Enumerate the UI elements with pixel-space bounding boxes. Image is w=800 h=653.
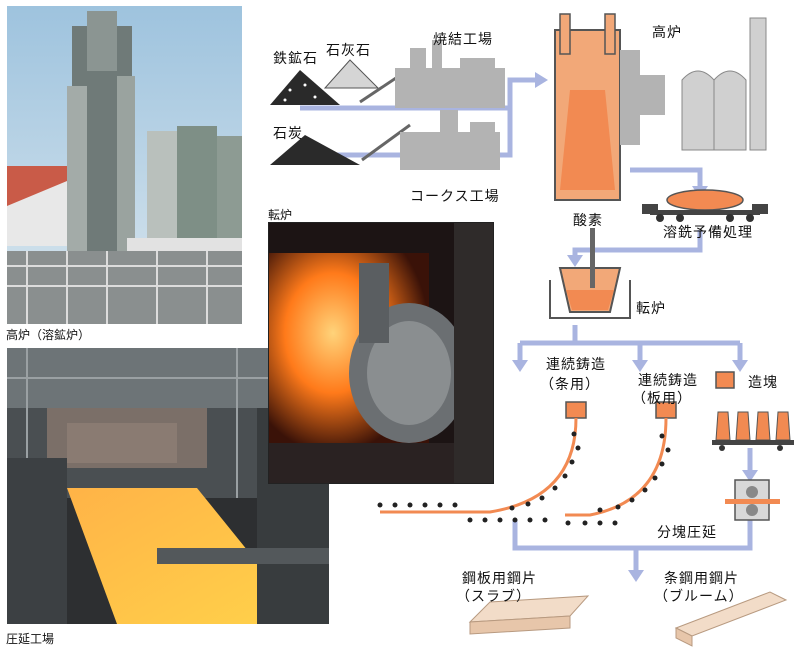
torpedo-car-icon	[642, 189, 768, 222]
converter-icon	[549, 228, 631, 319]
blast-furnace-icon	[554, 13, 665, 201]
cc-bar-label-line2: （条用）	[540, 377, 600, 393]
cc-bar-label-line1: 連続鋳造	[546, 357, 606, 373]
rolling-mill-caption: 圧延工場	[6, 632, 55, 646]
slab-label-line1: 鋼板用鋼片	[462, 571, 537, 587]
bloom-label-line1: 条鋼用鋼片	[664, 571, 739, 587]
oxygen-label: 酸素	[573, 213, 603, 229]
coal-pile-icon	[270, 135, 360, 165]
iron-ore-pile-icon	[270, 70, 340, 105]
cc-plate-label-line2: （板用）	[632, 391, 692, 407]
ingot-casting-icon	[712, 371, 794, 451]
limestone-label: 石灰石	[326, 43, 371, 59]
hot-metal-pretreatment-label: 溶銑予備処理	[663, 225, 753, 241]
continuous-caster-bar-icon	[377, 401, 587, 523]
slab-product-icon	[468, 595, 590, 635]
bloom-label-line2: （ブルーム）	[654, 589, 744, 605]
conveyor-coke	[361, 123, 411, 162]
ingot-casting-label: 造塊	[748, 375, 778, 391]
iron-ore-label: 鉄鉱石	[273, 51, 318, 67]
flow-lines	[300, 77, 753, 570]
sinter-plant-icon	[395, 40, 505, 108]
blast-furnace-label: 高炉	[652, 25, 682, 41]
blast-furnace-photo	[7, 6, 242, 324]
slab-label-line2: （スラブ）	[456, 589, 531, 605]
blooming-mill-icon	[725, 479, 780, 521]
converter-caption: 転炉	[268, 208, 293, 222]
converter-photo	[268, 222, 494, 484]
coke-plant-icon	[400, 110, 500, 170]
blast-furnace-caption: 高炉（溶鉱炉）	[6, 328, 91, 342]
blooming-label: 分塊圧延	[657, 525, 717, 541]
coke-plant-label: コークス工場	[410, 189, 500, 205]
continuous-caster-plate-icon	[565, 401, 677, 526]
coal-label: 石炭	[273, 126, 303, 142]
flow-arrowheads	[512, 72, 758, 582]
bloom-product-icon	[674, 591, 788, 647]
sinter-plant-label: 焼結工場	[433, 32, 493, 48]
hot-stove-icon	[681, 17, 767, 151]
converter-label: 転炉	[636, 301, 666, 317]
cc-plate-label-line1: 連続鋳造	[638, 373, 698, 389]
limestone-pile-icon	[323, 59, 380, 89]
